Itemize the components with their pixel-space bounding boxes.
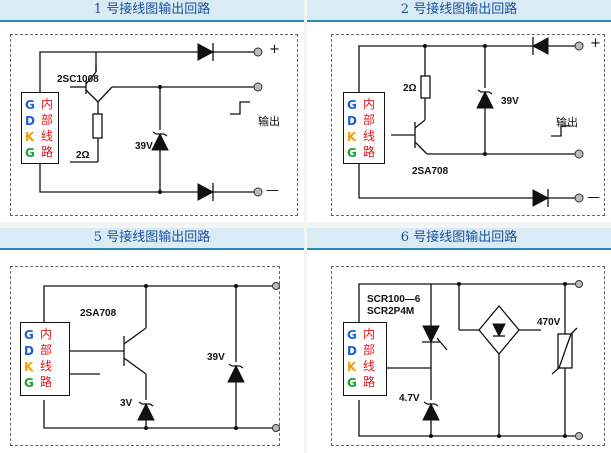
p2-minus-terminal (574, 193, 584, 203)
p5-small-zener-label: 3V (120, 398, 133, 409)
p6-bridge-diode (492, 323, 506, 338)
p2-zener (476, 90, 494, 109)
panel-6-circuit (358, 280, 583, 440)
p1-bottom-wire (39, 162, 198, 193)
p2-output-label: 输出 (556, 116, 578, 129)
p2-output-step (551, 125, 571, 137)
p1-transistor-label: 2SC1008 (57, 74, 99, 85)
p2-out-terminal (574, 149, 584, 159)
p1-output-label: 输出 (258, 115, 280, 128)
p5-internal-block-box: G D K G 内部线路 (20, 322, 70, 396)
panel-1: 1 号接线图输出回路 (0, 0, 304, 222)
p6-varistor-label: 470V (537, 317, 561, 328)
panel-1-title: 1 号接线图输出回路 (0, 0, 304, 22)
p6-top-wire (358, 283, 579, 330)
p1-top-diode (197, 43, 215, 61)
p2-minus-sign: — (587, 190, 600, 205)
p5-zener (227, 364, 245, 383)
p1-plus-sign: + (269, 42, 280, 57)
p2-zener-label: 39V (501, 96, 519, 107)
p6-small-zener-label: 4.7V (399, 393, 420, 404)
p6-bottom-wire (358, 400, 579, 437)
p2-transistor-label: 2SA708 (412, 166, 449, 177)
panel-6-frame (331, 266, 605, 446)
panel-5-circuit (43, 282, 280, 432)
p1-resistor-label: 2Ω (76, 150, 90, 161)
p1-zener-label: 39V (135, 141, 153, 152)
p1-minus-sign: — (266, 183, 279, 198)
p5-transistor-label: 2SA708 (80, 308, 117, 319)
p2-resistor (420, 75, 431, 99)
p1-out-terminal (253, 82, 263, 92)
panel-5: 5 号接线图输出回路 (0, 228, 304, 453)
p6-scr-label-2: SCR2P4M (367, 306, 415, 317)
p2-internal-block: G D K G 内部线路 (343, 92, 385, 164)
panel-6: 6 号接线图输出回路 (307, 228, 611, 453)
panel-2-frame (331, 34, 605, 216)
p2-resistor-label: 2Ω (403, 83, 417, 94)
p5-top-terminal (272, 282, 280, 290)
panel-6-title: 6 号接线图输出回路 (307, 228, 611, 250)
p6-top-terminal (575, 280, 583, 288)
panel-2-circuit (358, 37, 584, 207)
panel-5-title: 5 号接线图输出回路 (0, 228, 304, 250)
p2-bottom-wire (358, 162, 533, 199)
panel-1-circuit (39, 43, 263, 201)
p1-bottom-diode (197, 183, 215, 201)
p2-bottom-diode (532, 189, 550, 207)
p2-top-wire (358, 45, 533, 92)
p6-bottom-terminal (575, 432, 583, 440)
p1-internal-block: G D K G 内部线路 (21, 92, 59, 164)
p5-bottom-wire (43, 400, 276, 429)
p5-zener-label: 39V (207, 352, 225, 363)
p1-resistor (92, 113, 103, 139)
p1-plus-terminal (253, 47, 263, 57)
p1-minus-terminal (253, 187, 263, 197)
p6-scr (422, 325, 440, 344)
p2-plus-sign: + (590, 36, 601, 51)
panel-1-frame (10, 34, 298, 216)
p1-output-step (230, 101, 250, 115)
panel-2: 2 号接线图输出回路 (307, 0, 611, 222)
p2-plus-terminal (574, 41, 584, 51)
p6-small-zener (422, 402, 440, 421)
panel-5-frame (10, 266, 280, 446)
p2-top-diode (531, 37, 549, 55)
p5-small-zener (137, 402, 155, 421)
p1-zener (151, 132, 169, 151)
p6-scr-label-1: SCR100—6 (367, 294, 421, 305)
p5-bottom-terminal (272, 424, 280, 432)
p6-internal-block: G D K G 内部线路 (343, 322, 387, 396)
p1-top-wire (39, 51, 198, 92)
panel-2-title: 2 号接线图输出回路 (307, 0, 611, 22)
p5-top-wire (43, 285, 276, 332)
